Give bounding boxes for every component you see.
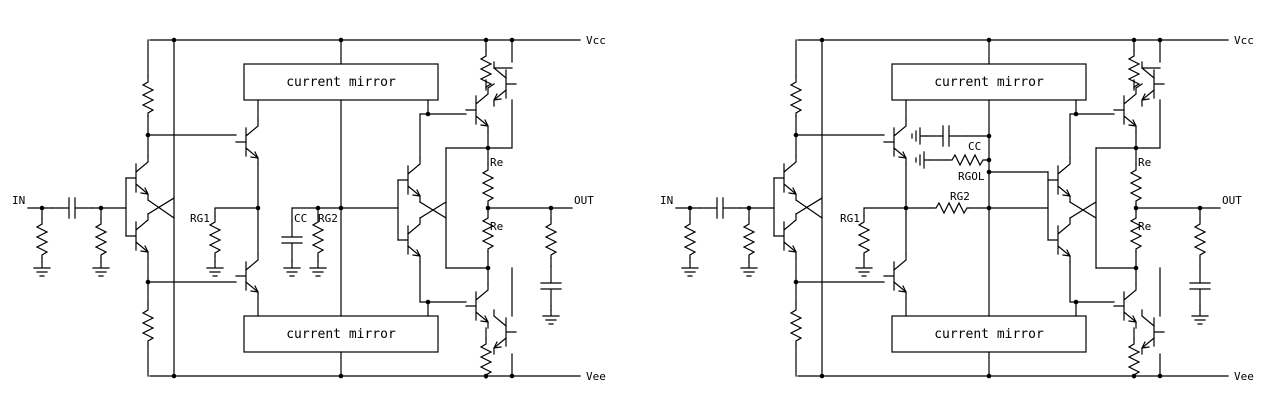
rg1-resistor: [858, 215, 870, 257]
cascode-transistor-top: [235, 119, 259, 165]
load-resistor: [545, 217, 557, 259]
compensation-capacitor: [925, 125, 967, 147]
input-resistor-2: [743, 217, 755, 259]
input-transistor-top: [773, 155, 797, 201]
rgol-resistor: [945, 154, 987, 166]
input-transistor-bottom: [125, 213, 149, 259]
re-bottom-label: Re: [490, 220, 503, 233]
driver-transistor-top: [1047, 157, 1071, 203]
compensation-capacitor: [281, 219, 303, 261]
current-mirror-top-label: current mirror: [934, 75, 1044, 90]
output-label: OUT: [574, 194, 594, 207]
rg1-label: RG1: [840, 212, 860, 225]
current-mirror-bottom-label: current mirror: [286, 327, 396, 342]
input-resistor-1: [36, 217, 48, 259]
output-transistor-bottom-2: [493, 309, 517, 355]
rg1-label: RG1: [190, 212, 210, 225]
load-resistor: [1194, 217, 1206, 259]
output-transistor-bottom: [1113, 283, 1137, 329]
ground-icon: [855, 261, 873, 277]
driver-transistor-bottom: [1047, 217, 1071, 263]
rg2-resistor: [929, 202, 971, 214]
driver-transistor-bottom: [397, 217, 421, 263]
re-resistor-top: [482, 163, 494, 205]
ground-icon: [283, 261, 301, 277]
ground-icon: [740, 261, 758, 277]
cc-label: CC: [968, 140, 981, 153]
load-capacitor: [1189, 265, 1211, 307]
input-label: IN: [12, 194, 25, 207]
output-transistor-bottom-2: [1141, 309, 1165, 355]
vee-label: Vee: [1234, 370, 1254, 383]
re-resistor-top: [1130, 163, 1142, 205]
ground-icon: [33, 261, 51, 277]
ground-icon: [1191, 309, 1209, 325]
vcc-label: Vcc: [586, 34, 606, 47]
input-resistor-2: [95, 217, 107, 259]
input-label: IN: [660, 194, 673, 207]
output-label: OUT: [1222, 194, 1242, 207]
ground-icon: [911, 127, 927, 145]
re-bottom-label: Re: [1138, 220, 1151, 233]
ground-icon: [92, 261, 110, 277]
ground-icon: [681, 261, 699, 277]
input-transistor-top: [125, 155, 149, 201]
current-mirror-bottom-label: current mirror: [934, 327, 1044, 342]
output-transistor-bottom: [465, 283, 489, 329]
re-top-label: Re: [1138, 156, 1151, 169]
input-capacitor: [699, 197, 741, 219]
current-mirror-top-label: current mirror: [286, 75, 396, 90]
rg2-label: RG2: [950, 190, 970, 203]
bias-resistor-bottom: [790, 303, 802, 345]
ground-icon: [542, 309, 560, 325]
output-transistor-top: [465, 87, 489, 133]
input-resistor-1: [684, 217, 696, 259]
drive-resistor-bottom: [480, 337, 492, 379]
ground-icon: [309, 261, 327, 277]
cc-label: CC: [294, 212, 307, 225]
current-mirror-bottom: [243, 315, 439, 353]
re-top-label: Re: [490, 156, 503, 169]
left-schematic: Vcc Vee IN current: [12, 34, 606, 383]
bias-resistor-top: [790, 75, 802, 117]
vcc-label: Vcc: [1234, 34, 1254, 47]
right-schematic: Vcc Vee IN current mirror curr: [660, 34, 1254, 383]
vee-label: Vee: [586, 370, 606, 383]
output-transistor-top: [1113, 87, 1137, 133]
drive-resistor-bottom: [1128, 337, 1140, 379]
cascode-transistor-bottom: [235, 253, 259, 299]
driver-transistor-top: [397, 157, 421, 203]
rg2-label: RG2: [318, 212, 338, 225]
input-transistor-bottom: [773, 213, 797, 259]
rgol-label: RGOL: [958, 170, 985, 183]
cascode-transistor-top: [883, 119, 907, 165]
input-capacitor: [51, 197, 93, 219]
load-capacitor: [540, 265, 562, 307]
bias-resistor-bottom: [142, 303, 154, 345]
current-mirror-bottom: [891, 315, 1087, 353]
bias-resistor-top: [142, 75, 154, 117]
rg1-resistor: [209, 215, 221, 257]
cascode-transistor-bottom: [883, 253, 907, 299]
ground-icon: [915, 151, 931, 169]
ground-icon: [206, 261, 224, 277]
